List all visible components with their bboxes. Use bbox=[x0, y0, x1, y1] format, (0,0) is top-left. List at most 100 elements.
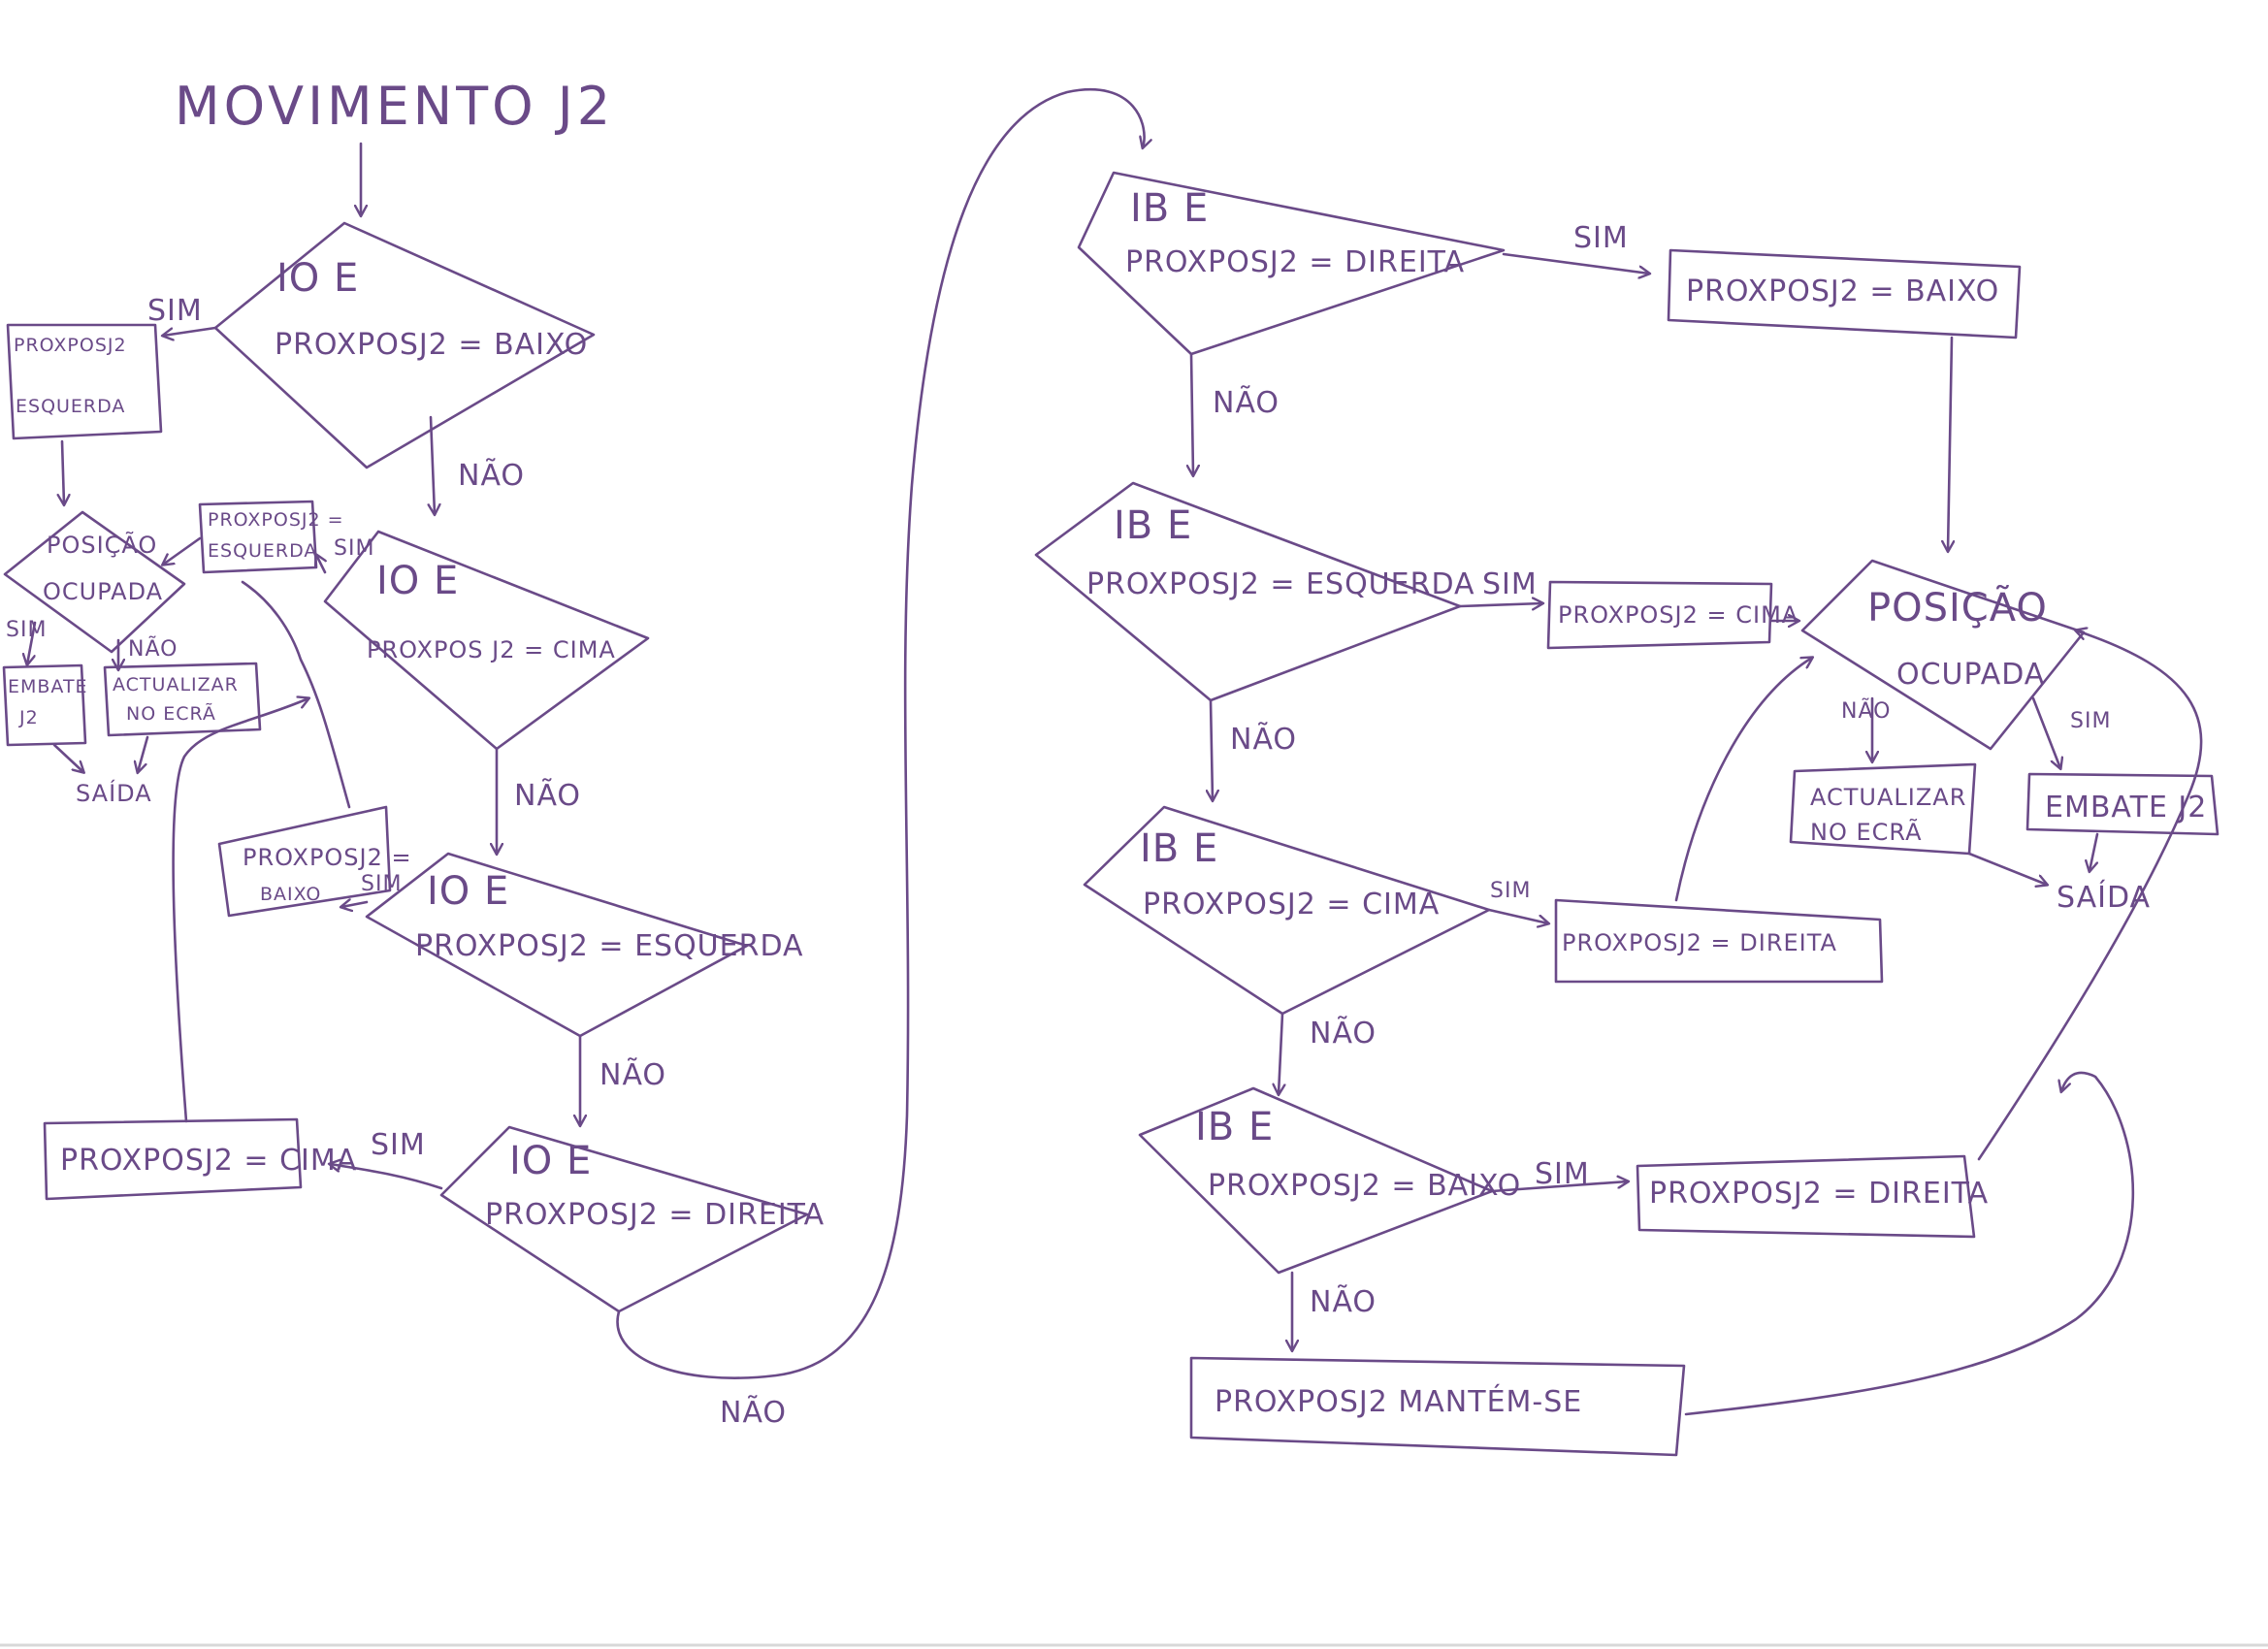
arrow-set-baixo-right-to-posicao bbox=[1948, 336, 1952, 551]
svg-text:OCUPADA: OCUPADA bbox=[1896, 658, 2045, 692]
edge-label-nao-5: NÃO bbox=[1213, 385, 1280, 420]
edge-label-nao-posicao-left: NÃO bbox=[128, 635, 178, 662]
process-set-cima-left: PROXPOSJ2 = CIMA bbox=[43, 1117, 357, 1201]
svg-text:PROXPOSJ2 = DIREITA: PROXPOSJ2 = DIREITA bbox=[1562, 929, 1837, 956]
decision-io-cima: IO E PROXPOS J2 = CIMA bbox=[323, 530, 650, 751]
edge-label-nao-1: NÃO bbox=[458, 458, 525, 493]
edge-label-sim-6: SIM bbox=[1482, 567, 1538, 601]
arrow-embate-right-to-saida bbox=[2090, 832, 2099, 871]
svg-text:PROXPOSJ2 = DIREITA: PROXPOSJ2 = DIREITA bbox=[1649, 1177, 1989, 1211]
arrow-embate-left-to-saida bbox=[52, 743, 83, 772]
edge-label-nao-3: NÃO bbox=[599, 1057, 666, 1092]
svg-text:ESQUERDA: ESQUERDA bbox=[16, 396, 125, 417]
decision-io-direita: IO E PROXPOSJ2 = DIREITA bbox=[439, 1125, 825, 1313]
edge-label-sim-8: SIM bbox=[1535, 1157, 1590, 1191]
edge-label-sim-posicao-left: SIM bbox=[6, 618, 47, 642]
svg-text:PROXPOSJ2 =: PROXPOSJ2 = bbox=[208, 509, 344, 531]
svg-text:PROXPOSJ2 = ESQUERDA: PROXPOSJ2 = ESQUERDA bbox=[415, 929, 804, 963]
arrow-actualizar-right-to-saida bbox=[1967, 852, 2047, 885]
svg-text:EMBATE J2: EMBATE J2 bbox=[2045, 791, 2207, 824]
svg-text:J2: J2 bbox=[18, 707, 39, 728]
edge-label-sim-4: SIM bbox=[371, 1128, 426, 1162]
svg-text:IB E: IB E bbox=[1140, 826, 1218, 871]
svg-text:PROXPOSJ2 = BAIXO: PROXPOSJ2 = BAIXO bbox=[1686, 275, 1999, 308]
decision-posicao-ocupada-right: POSIÇÃO OCUPADA bbox=[1800, 559, 2086, 751]
process-set-esquerda-a: PROXPOSJ2 ESQUERDA bbox=[6, 323, 163, 440]
svg-text:BAIXO: BAIXO bbox=[260, 884, 321, 905]
svg-text:PROXPOSJ2 =: PROXPOSJ2 = bbox=[243, 844, 412, 871]
decision-ib-direita: IB E PROXPOSJ2 = DIREITA bbox=[1077, 171, 1506, 356]
svg-text:IO E: IO E bbox=[509, 1139, 592, 1183]
connector-io-direita-nao-to-ib-direita bbox=[616, 88, 1145, 1379]
process-set-cima-right: PROXPOSJ2 = CIMA bbox=[1546, 580, 1798, 650]
svg-text:POSIÇÃO: POSIÇÃO bbox=[1867, 584, 2048, 630]
line-set-cima-left-up bbox=[172, 698, 308, 1123]
decision-ib-cima: IB E PROXPOSJ2 = CIMA bbox=[1083, 805, 1491, 1016]
terminal-saida-right: SAÍDA bbox=[2057, 880, 2151, 915]
arrow-io-esquerda-sim bbox=[341, 902, 369, 907]
svg-text:PROXPOSJ2: PROXPOSJ2 bbox=[14, 335, 127, 356]
decision-ib-baixo: IB E PROXPOSJ2 = BAIXO bbox=[1138, 1086, 1521, 1275]
svg-text:ESQUERDA: ESQUERDA bbox=[208, 540, 317, 562]
arrow-esquerda-b-to-posicao-left bbox=[163, 536, 202, 565]
svg-text:PROXPOSJ2 = DIREITA: PROXPOSJ2 = DIREITA bbox=[485, 1198, 825, 1232]
svg-text:IB E: IB E bbox=[1195, 1105, 1274, 1149]
edge-label-sim-posicao-right: SIM bbox=[2070, 709, 2111, 733]
svg-text:PROXPOSJ2 = CIMA: PROXPOSJ2 = CIMA bbox=[1558, 601, 1798, 629]
process-mantem-se: PROXPOSJ2 MANTÉM-SE bbox=[1189, 1356, 1686, 1457]
line-set-direita-r1-to-posicao bbox=[1674, 658, 1812, 902]
edge-label-sim-5: SIM bbox=[1573, 221, 1629, 255]
arrow-ib-esquerda-nao bbox=[1211, 698, 1213, 800]
svg-text:ACTUALIZAR: ACTUALIZAR bbox=[1810, 784, 1966, 811]
arrow-ib-cima-nao bbox=[1279, 1012, 1282, 1094]
edge-label-sim-7: SIM bbox=[1490, 879, 1531, 903]
svg-text:PROXPOSJ2 = CIMA: PROXPOSJ2 = CIMA bbox=[1143, 888, 1440, 922]
decision-io-baixo: IO E PROXPOSJ2 = BAIXO bbox=[213, 221, 596, 469]
svg-text:PROXPOSJ2 = DIREITA: PROXPOSJ2 = DIREITA bbox=[1125, 245, 1465, 279]
arrow-posicao-right-sim bbox=[2031, 696, 2060, 768]
arrow-esquerda-to-posicao-left bbox=[62, 439, 64, 504]
process-embate-left: EMBATE J2 bbox=[2, 663, 88, 747]
line-mantem-se-to-posicao bbox=[1684, 1071, 2135, 1416]
svg-text:PROXPOSJ2 = ESQUERDA: PROXPOSJ2 = ESQUERDA bbox=[1086, 567, 1475, 601]
terminal-saida-left: SAÍDA bbox=[76, 779, 152, 807]
svg-text:EMBATE: EMBATE bbox=[8, 676, 88, 697]
process-embate-right: EMBATE J2 bbox=[2025, 772, 2219, 836]
edge-label-nao-2: NÃO bbox=[514, 778, 581, 813]
svg-text:PROXPOSJ2 = BAIXO: PROXPOSJ2 = BAIXO bbox=[1208, 1169, 1521, 1203]
process-set-direita-r2: PROXPOSJ2 = DIREITA bbox=[1636, 1154, 1989, 1239]
decision-posicao-ocupada-left: POSIÇÃO OCUPADA bbox=[3, 510, 186, 654]
svg-text:NO ECRÃ: NO ECRÃ bbox=[126, 702, 216, 725]
svg-text:PROXPOSJ2 = BAIXO: PROXPOSJ2 = BAIXO bbox=[275, 328, 588, 362]
arrow-io-baixo-sim bbox=[163, 326, 217, 336]
svg-text:PROXPOSJ2 MANTÉM-SE: PROXPOSJ2 MANTÉM-SE bbox=[1215, 1384, 1582, 1419]
edge-label-nao-6: NÃO bbox=[1230, 722, 1297, 757]
arrow-ib-baixo-sim bbox=[1490, 1181, 1628, 1193]
svg-text:POSIÇÃO: POSIÇÃO bbox=[47, 530, 157, 559]
process-set-direita-r1: PROXPOSJ2 = DIREITA bbox=[1554, 898, 1884, 984]
edge-label-sim-3: SIM bbox=[361, 872, 402, 896]
process-actualizar-left: ACTUALIZAR NO ECRÃ bbox=[103, 662, 262, 737]
edge-label-nao-posicao-right: NÃO bbox=[1841, 697, 1891, 724]
svg-text:IO E: IO E bbox=[427, 869, 509, 914]
arrow-ib-esquerda-sim bbox=[1458, 603, 1542, 606]
arrow-ib-cima-sim bbox=[1487, 908, 1548, 923]
svg-text:OCUPADA: OCUPADA bbox=[43, 578, 163, 605]
edge-label-nao-8: NÃO bbox=[1310, 1284, 1377, 1319]
process-actualizar-right: ACTUALIZAR NO ECRÃ bbox=[1789, 762, 1977, 856]
svg-text:ACTUALIZAR: ACTUALIZAR bbox=[113, 674, 239, 695]
decision-io-esquerda: IO E PROXPOSJ2 = ESQUERDA bbox=[365, 852, 804, 1038]
svg-text:PROXPOSJ2 = CIMA: PROXPOSJ2 = CIMA bbox=[60, 1144, 357, 1178]
process-set-esquerda-b: PROXPOSJ2 = ESQUERDA bbox=[198, 500, 344, 574]
decision-ib-esquerda: IB E PROXPOSJ2 = ESQUERDA bbox=[1034, 481, 1475, 702]
line-set-baixo-left-up bbox=[241, 580, 351, 809]
process-set-baixo-right: PROXPOSJ2 = BAIXO bbox=[1667, 248, 2022, 340]
svg-text:IO E: IO E bbox=[376, 559, 459, 603]
svg-text:NO ECRÃ: NO ECRÃ bbox=[1810, 817, 1923, 846]
line-set-direita-r2-to-posicao bbox=[1977, 630, 2203, 1161]
arrow-posicao-left-sim bbox=[27, 621, 37, 664]
edge-label-sim-2: SIM bbox=[334, 536, 374, 561]
diagram-title: MOVIMENTO J2 bbox=[175, 76, 614, 137]
